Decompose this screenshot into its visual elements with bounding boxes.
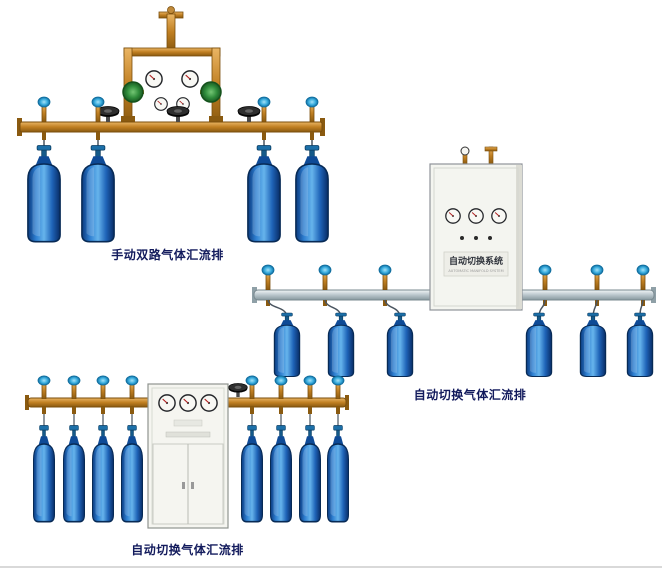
gas-cylinder	[62, 424, 86, 523]
valve-handwheel	[237, 106, 261, 122]
figure-manual-dual-manifold	[17, 6, 329, 243]
gas-cylinder	[327, 312, 355, 378]
blue-cap-connector	[245, 375, 259, 399]
pressure-gauge	[200, 394, 218, 412]
valve-handwheel	[166, 106, 190, 122]
valve-handwheel	[228, 383, 248, 397]
blue-cap-connector	[96, 375, 110, 399]
bottom-divider	[0, 566, 662, 568]
caption-manual-dual-manifold: 手动双路气体汇流排	[111, 248, 224, 262]
gas-cylinder	[240, 424, 264, 523]
pressure-gauge	[145, 70, 163, 88]
indicator-knob	[474, 236, 478, 240]
pressure-gauge	[468, 208, 484, 224]
blue-cap-connector	[305, 96, 319, 122]
gas-cylinder	[91, 424, 115, 523]
door-handle	[182, 482, 185, 489]
figure-auto-switch-manifold-a: 自动切换系统 AUTOMATIC MANIFOLD SYSTEM	[252, 146, 656, 378]
blue-cap-connector	[538, 264, 552, 290]
blue-cap-connector	[303, 375, 317, 399]
door-handle	[191, 482, 194, 489]
cabinet-title: 自动切换系统	[449, 255, 503, 267]
gas-cylinder	[298, 424, 322, 523]
blue-cap-connector	[37, 96, 51, 122]
pressure-gauge	[445, 208, 461, 224]
blue-cap-connector	[125, 375, 139, 399]
gas-cylinder	[27, 144, 61, 243]
indicator-knob	[488, 236, 492, 240]
gas-cylinder	[326, 424, 350, 523]
pressure-gauge	[181, 70, 199, 88]
pressure-gauge	[491, 208, 507, 224]
caption-auto-switch-manifold-a: 自动切换气体汇流排	[413, 388, 527, 402]
caption-auto-switch-manifold-b: 自动切换气体汇流排	[131, 543, 244, 557]
manifold-pipe	[17, 118, 325, 136]
gas-cylinder	[273, 312, 301, 378]
pressure-gauge	[460, 146, 470, 156]
gas-cylinder	[32, 424, 56, 523]
pressure-gauge	[154, 97, 168, 111]
blue-cap-connector	[67, 375, 81, 399]
blue-cap-connector	[378, 264, 392, 290]
gas-cylinder	[579, 312, 607, 378]
manifold-header-pipes	[121, 6, 223, 125]
figure-auto-switch-manifold-b	[25, 375, 350, 529]
control-cabinet: 自动切换系统 AUTOMATIC MANIFOLD SYSTEM	[429, 146, 523, 311]
blue-cap-connector	[318, 264, 332, 290]
blue-cap-connector	[274, 375, 288, 399]
regulator-body	[122, 81, 144, 103]
regulator-assembly-right	[176, 70, 222, 111]
gas-cylinder	[269, 424, 293, 523]
regulator-assembly-left	[122, 70, 168, 111]
indicator-knob	[460, 236, 464, 240]
gas-cylinder	[120, 424, 144, 523]
gas-cylinder	[81, 144, 115, 243]
blue-cap-connector	[261, 264, 275, 290]
regulator-body	[200, 81, 222, 103]
control-cabinet	[147, 383, 229, 529]
pressure-gauge	[179, 394, 197, 412]
blue-cap-connector	[590, 264, 604, 290]
cabinet-subtitle: AUTOMATIC MANIFOLD SYSTEM	[448, 269, 503, 273]
blue-cap-connector	[37, 375, 51, 399]
blue-cap-connector	[636, 264, 650, 290]
blue-cap-connector	[331, 375, 345, 399]
pressure-gauge	[158, 394, 176, 412]
gas-cylinder	[386, 312, 414, 378]
gas-cylinder	[525, 312, 553, 378]
gas-cylinder	[626, 312, 654, 378]
